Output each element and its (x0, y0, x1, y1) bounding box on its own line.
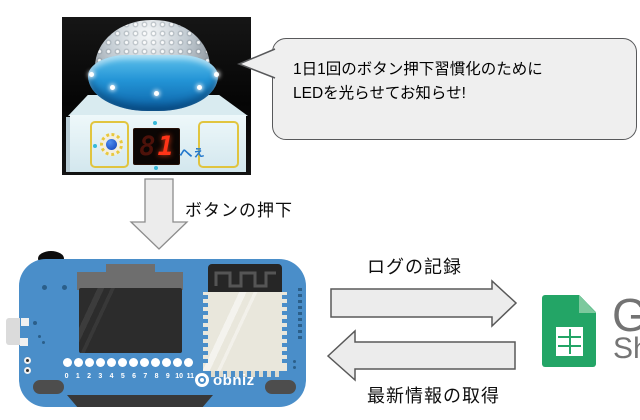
edge-via-column (298, 288, 302, 342)
pin-hole (107, 358, 116, 367)
seven-segment-display: 8 1 (133, 128, 180, 165)
pin-hole (140, 358, 149, 367)
bubble-text-line2: LEDを光らせてお知らせ! (293, 85, 466, 102)
segment-ghost-digit: 8 (139, 131, 156, 162)
bubble-text-line1: 1日1回のボタン押下習慣化のために (293, 61, 543, 78)
pin-number: 4 (109, 373, 114, 380)
pin-number: 6 (132, 373, 137, 380)
deco-frame-left (90, 121, 129, 168)
pin-number: 1 (75, 373, 80, 380)
pin-hole (173, 358, 182, 367)
pad-square (20, 338, 28, 346)
oled-connector (77, 272, 183, 290)
board-slot-left (33, 380, 64, 394)
board-dot (293, 360, 296, 363)
pin-hole (162, 358, 171, 367)
pin-number: 3 (98, 373, 103, 380)
pin-hole (74, 358, 83, 367)
board-slot-right (265, 380, 296, 394)
cyan-dot (153, 121, 157, 125)
board-bottom-connector (67, 395, 213, 407)
speech-bubble: 1日1回のボタン押下習慣化のために LEDを光らせてお知らせ! (272, 38, 637, 140)
pin-hole (85, 358, 94, 367)
left-arrow (326, 329, 516, 382)
obniz-mark-icon (195, 373, 209, 387)
wifi-module (203, 292, 287, 371)
small-blue-button-cap (106, 139, 117, 150)
pin-hole (184, 358, 193, 367)
module-bottom-pins (211, 371, 279, 377)
deco-frame-right (198, 121, 239, 168)
label-fetch-latest: 最新情報の取得 (367, 386, 500, 406)
pin-hole (118, 358, 127, 367)
pin-hole (151, 358, 160, 367)
pad-square (21, 318, 29, 326)
board-dot (62, 285, 67, 290)
screw-jewel (154, 91, 159, 96)
pin-number: 11 (186, 373, 195, 380)
pin-hole-row (63, 358, 194, 367)
down-arrow (129, 178, 189, 250)
board-dot (42, 341, 45, 344)
pin-number: 0 (64, 373, 69, 380)
hee-button-photo: 8 1 へぇ (62, 17, 251, 175)
oled-connector-tab (106, 264, 155, 274)
obniz-board: 0 1 2 3 4 5 6 7 8 9 10 11 obniz (6, 259, 306, 407)
pin-number: 9 (165, 373, 170, 380)
sheets-table-glyph (556, 327, 583, 356)
castellation-left (203, 295, 208, 367)
oled-screen (79, 288, 182, 353)
mount-hole (24, 367, 31, 374)
segment-lit-digit: 1 (157, 131, 174, 162)
board-dot (38, 335, 41, 338)
blue-button-cylinder (88, 55, 218, 111)
board-dot (33, 321, 37, 325)
pin-number: 10 (175, 373, 184, 380)
board-dot (42, 285, 47, 290)
obniz-logo: obniz (195, 371, 255, 389)
pin-hole (63, 358, 72, 367)
google-sheets-icon (542, 295, 596, 367)
pin-number: 2 (87, 373, 92, 380)
small-blue-button (100, 133, 123, 156)
pin-hole (129, 358, 138, 367)
google-brand-text-g: G (612, 289, 640, 341)
board-dot (293, 366, 296, 369)
castellation-right (282, 295, 287, 367)
cyan-dot (154, 166, 158, 170)
antenna-trace-icon (214, 271, 276, 288)
pin-number-row: 0 1 2 3 4 5 6 7 8 9 10 11 (61, 372, 196, 382)
right-arrow (330, 279, 518, 328)
wifi-antenna-block (208, 264, 282, 292)
google-brand-text-sheets: Sh (613, 332, 640, 365)
screw-jewel (214, 72, 219, 77)
sheets-folded-corner (579, 295, 596, 313)
label-log-record: ログの記録 (367, 257, 462, 277)
obniz-logo-text: obniz (213, 371, 255, 389)
cyan-dot (93, 144, 97, 148)
screw-jewel (110, 85, 115, 90)
pin-number: 7 (143, 373, 148, 380)
mount-hole (24, 357, 31, 364)
screw-jewel (89, 72, 94, 77)
usb-connector (6, 318, 20, 345)
label-button-press: ボタンの押下 (185, 201, 293, 220)
screw-jewel (197, 85, 202, 90)
hee-text: へぇ (178, 143, 206, 162)
pin-number: 8 (154, 373, 159, 380)
pin-hole (96, 358, 105, 367)
pin-number: 5 (120, 373, 125, 380)
